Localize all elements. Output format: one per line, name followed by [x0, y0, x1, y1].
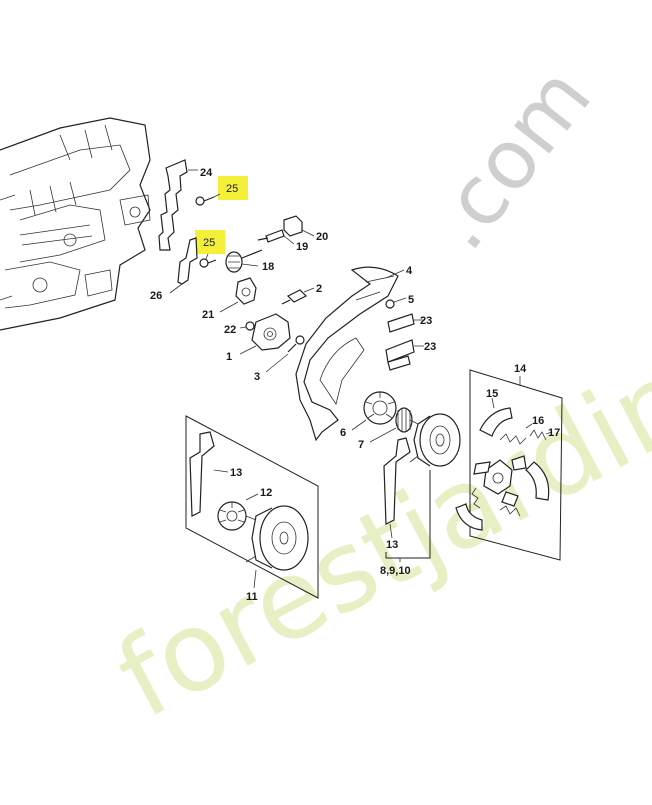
part-5-screw [385, 297, 407, 309]
screw-25-top [195, 193, 221, 206]
label-22: 22 [224, 324, 236, 336]
part-21-lever [219, 277, 257, 313]
part-1-bracket [239, 313, 291, 355]
label-17: 17 [548, 427, 560, 439]
label-18: 18 [262, 261, 274, 273]
label-6: 6 [340, 427, 346, 439]
part-24-plate [158, 159, 198, 251]
bracket-8-9-10 [385, 470, 431, 562]
clutch-drum-right [409, 413, 461, 467]
engine-housing [0, 117, 151, 331]
part-13-rail-right [383, 437, 411, 539]
part-23a-plate [387, 313, 424, 333]
screw-25-mid [199, 253, 217, 268]
clutch-shoe-right [525, 461, 550, 501]
part-20-block [283, 215, 315, 237]
highlight-25-mid: 25 [195, 230, 225, 254]
label-21: 21 [202, 309, 214, 321]
part-22-washer [239, 321, 255, 331]
part-26-lever [169, 237, 198, 294]
group-11-box [185, 415, 319, 599]
label-24: 24 [200, 167, 213, 179]
highlight-25-top: 25 [218, 176, 248, 200]
label-23b: 23 [424, 341, 436, 353]
part-17-spring [529, 429, 553, 441]
part-6-sprocket [351, 391, 397, 431]
part-13-rail-left [189, 431, 229, 517]
label-16: 16 [532, 415, 544, 427]
part-11-clutch-drum [245, 505, 309, 589]
label-13b: 13 [386, 539, 398, 551]
label-23a: 23 [420, 315, 432, 327]
label-4: 4 [406, 265, 413, 277]
label-3: 3 [254, 371, 260, 383]
watermark-domain-text: .com [411, 50, 610, 267]
label-13a: 13 [230, 467, 242, 479]
part-3-screw [265, 335, 305, 373]
group-14-box [469, 369, 563, 561]
label-19: 19 [296, 241, 308, 253]
label-12: 12 [260, 487, 272, 499]
label-20: 20 [316, 231, 328, 243]
label-26: 26 [150, 290, 162, 302]
highlight-25-mid-text: 25 [203, 237, 215, 249]
clutch-spring-b [499, 505, 521, 517]
highlight-25-top-text: 25 [226, 183, 238, 195]
part-16-spring [499, 423, 533, 445]
part-18-bolt [225, 249, 263, 273]
label-1: 1 [226, 351, 232, 363]
clutch-spring-a [471, 487, 481, 509]
watermark-domain: .com [411, 50, 610, 267]
part-7-bearing [369, 407, 413, 443]
part-4-cover [295, 266, 405, 442]
label-15: 15 [486, 388, 498, 400]
label-14: 14 [514, 363, 527, 375]
label-11: 11 [246, 591, 258, 603]
part-12-sprocket [217, 493, 259, 531]
part-15-shoe [479, 397, 513, 437]
label-5: 5 [408, 294, 414, 306]
label-2: 2 [316, 283, 322, 295]
part-23b-plate [385, 339, 424, 371]
clutch-hub [473, 455, 527, 507]
part-2-pin [281, 287, 315, 305]
clutch-shoe-bottom [455, 503, 483, 531]
label-8-9-10: 8,9,10 [380, 565, 411, 577]
part-19-pin [257, 229, 295, 245]
label-7: 7 [358, 439, 364, 451]
